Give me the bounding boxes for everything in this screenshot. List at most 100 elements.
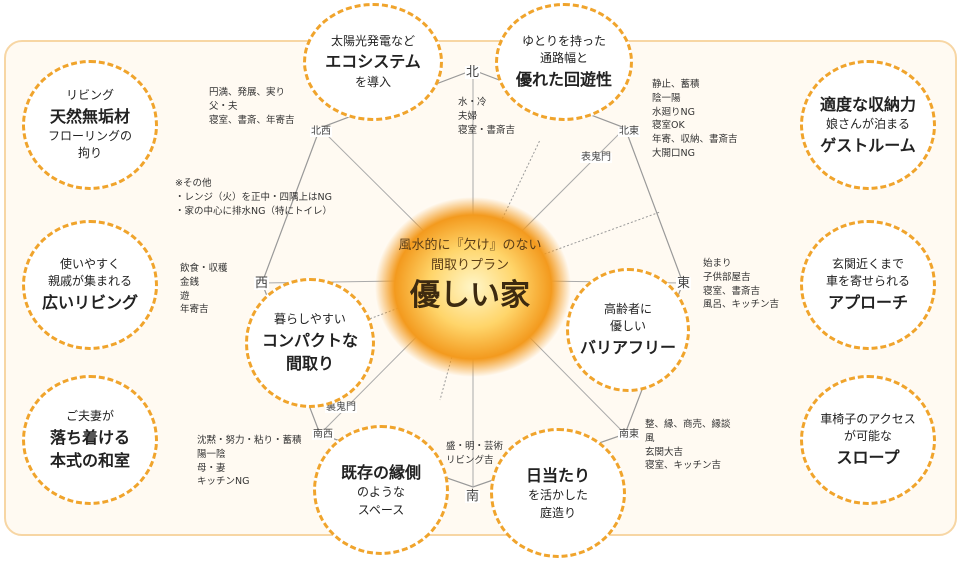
note-line: 遊 <box>180 290 190 302</box>
note-line: 寝室、キッチン吉 <box>645 460 722 472</box>
note-line: 寝室、書斎吉 <box>703 285 761 297</box>
bubble-line: 太陽光発電など <box>330 34 415 49</box>
bubble-line: リビング <box>65 88 114 103</box>
direction-southwest: 南西 <box>312 429 334 440</box>
direction-south: 南 <box>465 489 481 504</box>
note-line: 大開口NG <box>652 147 695 159</box>
note-line: 父・夫 <box>209 100 238 112</box>
note-line: 陰一陽 <box>652 92 681 104</box>
bubble-line: 天然無垢材 <box>49 106 130 126</box>
bubble-line: 広いリビング <box>41 292 138 312</box>
bubble-japanese-room: ご夫妻が落ち着ける本式の和室 <box>22 375 158 505</box>
bubble-line: 車椅子のアクセス <box>820 412 916 427</box>
note-line: 年寄吉 <box>180 304 209 316</box>
note-line: 風呂、キッチン吉 <box>703 299 780 311</box>
note-southeast: 整、縁、商売、縁談風玄関大吉寝室、キッチン吉 <box>645 418 731 473</box>
center-label: 風水的に『欠け』のない 間取りプラン 優しい家 <box>380 236 560 317</box>
note-line: 玄関大吉 <box>645 446 684 458</box>
bubble-line: 庭造り <box>539 505 576 520</box>
note-line: 寝室・書斎吉 <box>458 124 516 136</box>
center-glow <box>375 197 571 377</box>
bubble-approach: 玄関近くまで車を寄せられるアプローチ <box>800 220 936 350</box>
bubble-line: 玄関近くまで <box>831 257 904 272</box>
direction-northeast: 北東 <box>618 126 640 137</box>
note-line: ・レンジ（火）を正中・四隅上はNG <box>175 191 332 203</box>
bubble-line: ゆとりを持った <box>521 34 606 49</box>
note-line: 子供部屋吉 <box>703 271 751 283</box>
note-west: 飲食・収穫金銭遊年寄吉 <box>180 262 228 317</box>
note-line: 始まり <box>703 258 732 269</box>
bubble-line: エコシステム <box>325 52 421 72</box>
bubble-line: 拘り <box>77 146 102 161</box>
bubble-line: 通路幅と <box>539 51 588 66</box>
kimon-front-label: 表鬼門 <box>580 152 612 163</box>
bubble-natural-wood: リビング天然無垢材フローリングの拘り <box>22 60 158 190</box>
note-northwest: 円満、発展、実り父・夫寝室、書斎、年寄吉 <box>209 86 295 127</box>
bubble-line: 高齢者に <box>603 302 652 317</box>
bubble-line: 既存の縁側 <box>340 463 421 483</box>
bubble-line: コンパクトな <box>261 330 358 350</box>
bubble-line: が可能な <box>843 429 892 444</box>
bubble-line: スペース <box>357 502 405 517</box>
note-line: ※その他 <box>175 178 212 189</box>
direction-southeast: 南東 <box>618 429 640 440</box>
direction-west: 西 <box>254 276 270 291</box>
bubble-eco-system: 太陽光発電などエコシステムを導入 <box>303 3 443 121</box>
bubble-line: 優しい <box>609 319 646 334</box>
kimon-back-label: 裏鬼門 <box>325 402 357 413</box>
bubble-line: 本式の和室 <box>49 450 130 470</box>
note-northeast: 静止、蓄積陰一陽水廻りNG 寝室OK 年寄、収納、書斎吉大開口NG <box>652 78 738 161</box>
bubble-engawa-space: 既存の縁側のようなスペース <box>313 425 449 555</box>
bubble-line: スロープ <box>836 447 900 467</box>
bubble-line: を導入 <box>354 74 391 89</box>
bubble-line: 間取り <box>285 353 334 373</box>
note-east: 始まり子供部屋吉寝室、書斎吉風呂、キッチン吉 <box>703 257 779 312</box>
bubble-line: を活かした <box>527 488 588 503</box>
note-line: リビング吉 <box>446 454 494 466</box>
note-line: 風 <box>645 432 655 444</box>
center-line2: 間取りプラン <box>430 257 509 273</box>
note-north: 水・冷夫婦寝室・書斎吉 <box>458 96 515 137</box>
bubble-circulation: ゆとりを持った通路幅と優れた回遊性 <box>495 3 633 121</box>
direction-northwest: 北西 <box>310 126 332 137</box>
bubble-line: 適度な収納力 <box>819 95 916 115</box>
note-line: 沈黙・努力・粘り・蓄積 <box>197 435 302 446</box>
center-title: 優しい家 <box>410 278 530 313</box>
note-southwest: 沈黙・努力・粘り・蓄積陽一陰母・妻キッチンNG <box>197 434 302 489</box>
bubble-guest-room: 適度な収納力娘さんが泊まるゲストルーム <box>800 60 936 190</box>
bubble-barrier-free: 高齢者に優しいバリアフリー <box>566 268 690 392</box>
note-line: 水廻りNG <box>652 106 695 118</box>
bubble-living-room: 使いやすく親戚が集まれる広いリビング <box>22 220 158 350</box>
note-line: 整、縁、商売、縁談 <box>645 419 731 430</box>
bubble-line: フローリングの <box>47 128 132 143</box>
note-line: 年寄、収納、書斎吉 <box>652 134 738 146</box>
bubble-line: のような <box>356 485 405 500</box>
bubble-line: 車を寄せられる <box>825 274 910 289</box>
bubble-line: バリアフリー <box>579 337 676 357</box>
bubble-line: 暮らしやすい <box>274 312 346 327</box>
note-line: 寝室、書斎、年寄吉 <box>209 114 295 126</box>
note-line: 金銭 <box>180 276 200 288</box>
note-line: 盛・明・芸術 <box>446 441 504 452</box>
note-line: 夫婦 <box>458 110 478 122</box>
note-line: 円満、発展、実り <box>209 87 286 98</box>
bubble-line: 親戚が集まれる <box>47 274 132 289</box>
bubble-line: 日当たり <box>525 466 590 486</box>
bubble-line: 娘さんが泊まる <box>825 117 910 132</box>
note-line: ・家の中心に排水NG（特にトイレ） <box>175 205 332 217</box>
note-line: 飲食・収穫 <box>180 263 228 274</box>
direction-north: 北 <box>465 65 481 80</box>
note-line: キッチンNG <box>197 476 250 488</box>
bubble-compact-layout: 暮らしやすいコンパクトな間取り <box>245 278 375 408</box>
bubble-garden: 日当たりを活かした庭造り <box>490 428 626 558</box>
bubble-line: 優れた回遊性 <box>515 69 612 89</box>
note-line: 水・冷 <box>458 97 487 108</box>
note-line: 寝室OK <box>652 120 685 132</box>
note-other: ※その他・レンジ（火）を正中・四隅上はNG ・家の中心に排水NG（特にトイレ） <box>175 177 332 218</box>
center-line1: 風水的に『欠け』のない <box>398 238 542 253</box>
note-line: 母・妻 <box>197 462 226 474</box>
note-line: 静止、蓄積 <box>652 79 700 90</box>
bubble-line: 使いやすく <box>59 257 120 272</box>
bubble-line: 落ち着ける <box>49 427 130 447</box>
bubble-line: ご夫妻が <box>65 409 114 424</box>
